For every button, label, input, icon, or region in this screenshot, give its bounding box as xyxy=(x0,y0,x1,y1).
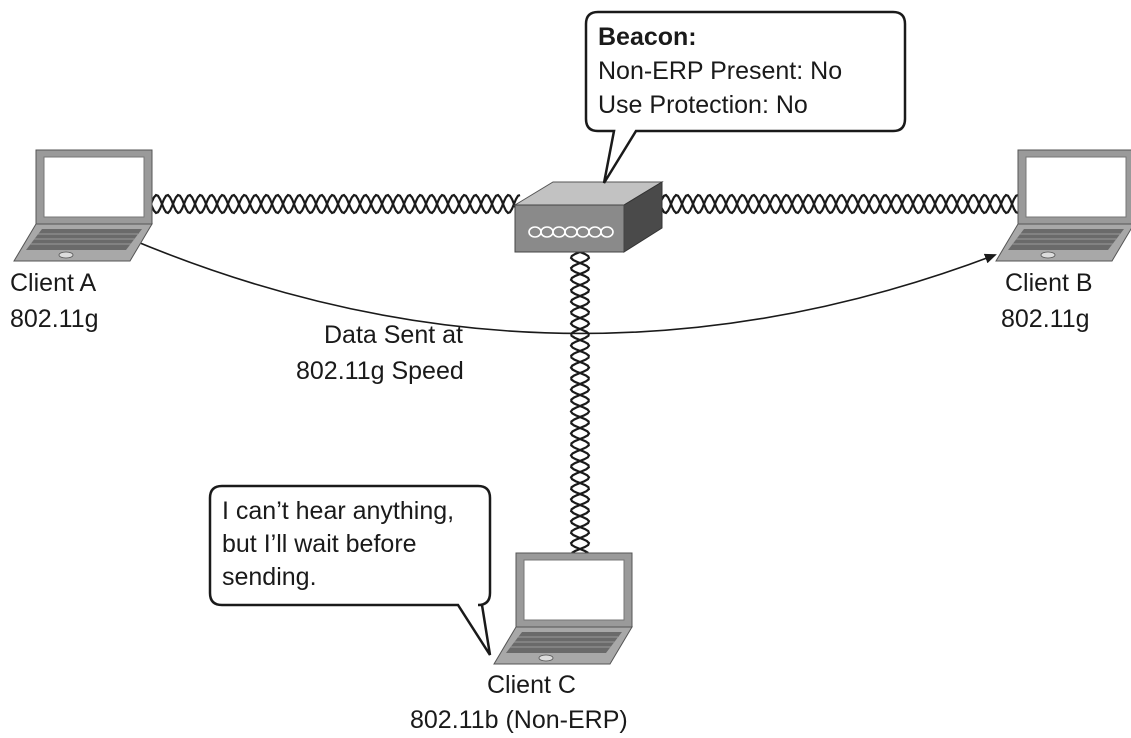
client-c-speech-line3: sending. xyxy=(222,563,317,591)
wireless-strand-2 xyxy=(569,250,591,554)
wireless-link-client-c xyxy=(569,250,591,554)
data-flow-label-line2: 802.11g Speed xyxy=(296,357,464,385)
wireless-link-client-a xyxy=(138,193,521,215)
wireless-strand-1 xyxy=(569,250,591,554)
wireless-strand-2 xyxy=(658,193,1036,215)
client-a-name: Client A xyxy=(10,269,97,297)
wireless-strand-2 xyxy=(138,193,521,215)
laptop-icon-client-a xyxy=(13,149,153,262)
beacon-title: Beacon: xyxy=(598,23,697,51)
beacon-speech-bubble xyxy=(584,10,907,184)
client-c-speech-line1: I can’t hear anything, xyxy=(222,497,455,525)
wireless-link-client-b xyxy=(658,193,1036,215)
client-b-standard: 802.11g xyxy=(1001,305,1090,333)
laptop-icon-client-c xyxy=(493,552,633,665)
beacon-non-erp-present: Non-ERP Present: No xyxy=(598,57,843,85)
data-flow-label-line1: Data Sent at xyxy=(324,321,463,349)
access-point-icon xyxy=(513,181,664,253)
client-c-name: Client C xyxy=(487,671,576,699)
wireless-strand-1 xyxy=(138,193,521,215)
client-c-speech-bubble xyxy=(208,484,492,656)
client-a-standard: 802.11g xyxy=(10,305,99,333)
client-c-standard: 802.11b (Non-ERP) xyxy=(410,706,628,734)
laptop-icon-client-b xyxy=(995,149,1131,262)
beacon-use-protection: Use Protection: No xyxy=(598,91,808,119)
client-b-name: Client B xyxy=(1005,269,1093,297)
data-flow-arrow xyxy=(127,237,997,335)
client-c-speech-line2: but I’ll wait before xyxy=(222,530,417,558)
